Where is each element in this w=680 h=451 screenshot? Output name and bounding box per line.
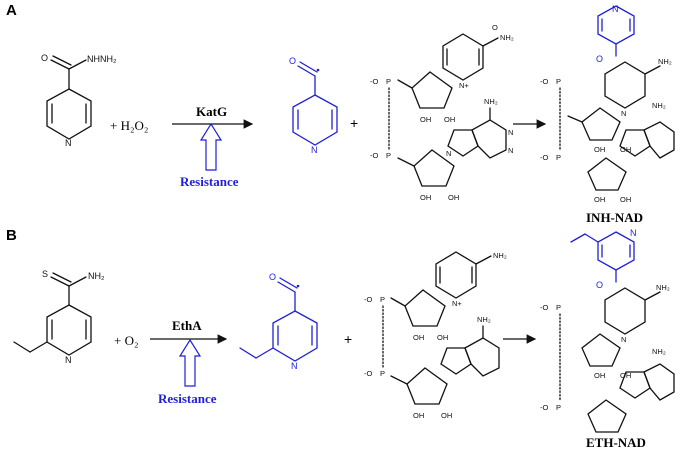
svg-text:OH: OH	[413, 333, 424, 342]
plus-b: +	[344, 331, 352, 347]
enzyme-katg: KatG	[196, 104, 227, 119]
svg-text:N+: N+	[452, 299, 462, 308]
svg-text:N: N	[621, 109, 626, 118]
svg-text:P: P	[556, 153, 561, 162]
svg-text:NH₂: NH₂	[656, 283, 670, 292]
svg-text:P: P	[380, 295, 385, 304]
svg-text:N: N	[291, 361, 298, 371]
svg-text:NHNH₂: NHNH₂	[87, 54, 117, 64]
svg-text:OH: OH	[437, 333, 448, 342]
reagent-b: + O₂	[114, 333, 139, 348]
enzyme-etha: EthA	[172, 318, 202, 333]
panel-b-letter: B	[6, 227, 17, 244]
svg-text:S: S	[42, 269, 48, 279]
product-label-b: ETH-NAD	[586, 435, 646, 450]
svg-text:-O: -O	[540, 77, 548, 86]
svg-text:O: O	[596, 54, 603, 64]
panel-a: A O NHNH₂ N + H₂O₂ KatG Resistance	[6, 2, 675, 225]
svg-text:-O: -O	[540, 153, 548, 162]
isonicotinoyl-radical: O N	[289, 56, 338, 155]
svg-text:OH: OH	[594, 371, 605, 380]
svg-text:O: O	[596, 280, 603, 290]
svg-text:NH₂: NH₂	[658, 57, 672, 66]
svg-text:P: P	[386, 77, 391, 86]
svg-text:N: N	[446, 149, 451, 158]
svg-text:-O: -O	[540, 303, 548, 312]
svg-text:NH₂: NH₂	[477, 315, 491, 324]
svg-text:NH₂: NH₂	[652, 101, 666, 110]
svg-text:N: N	[612, 4, 619, 14]
product-label-a: INH-NAD	[586, 210, 643, 225]
ethionamide-structure: S NH₂ N	[13, 269, 105, 365]
svg-text:-O: -O	[364, 295, 372, 304]
resistance-arrow-a	[199, 122, 223, 171]
svg-text:N: N	[311, 145, 318, 155]
svg-text:O: O	[41, 53, 48, 63]
resistance-arrow-b	[178, 338, 202, 387]
svg-text:OH: OH	[444, 115, 455, 124]
svg-text:OH: OH	[594, 195, 605, 204]
svg-text:OH: OH	[620, 371, 631, 380]
svg-text:P: P	[556, 403, 561, 412]
svg-text:P: P	[556, 77, 561, 86]
svg-text:OH: OH	[420, 193, 431, 202]
svg-text:NH₂: NH₂	[88, 271, 105, 281]
svg-text:OH: OH	[413, 411, 424, 420]
svg-text:OH: OH	[441, 411, 452, 420]
svg-text:OH: OH	[594, 145, 605, 154]
svg-text:N: N	[630, 228, 637, 238]
resistance-label-a: Resistance	[180, 174, 239, 189]
svg-text:NH₂: NH₂	[493, 251, 507, 260]
svg-text:NH₂: NH₂	[484, 97, 498, 106]
plus-a: +	[350, 115, 358, 131]
svg-text:OH: OH	[420, 115, 431, 124]
nad-structure-a: NH₂ O N+ OH OH P -O P -O OH OH NH₂ N N	[370, 23, 514, 202]
reagent-a: + H₂O₂	[110, 118, 148, 133]
svg-text:OH: OH	[448, 193, 459, 202]
eth-nad-adduct: N O NH₂ N P -O P -O OH OH NH₂	[540, 228, 675, 433]
panel-b: B S NH₂ N + O₂ EthA Resistance	[6, 227, 675, 450]
panel-a-letter: A	[6, 2, 17, 19]
ethyl-isonicotinoyl-radical: O N	[239, 272, 318, 371]
resistance-label-b: Resistance	[158, 391, 217, 406]
svg-text:N: N	[65, 355, 72, 365]
isoniazid-structure: O NHNH₂ N	[41, 53, 117, 148]
inh-nad-adduct: N O NH₂ N P -O P -O OH OH OH OH NH₂	[540, 4, 675, 204]
svg-text:N: N	[508, 146, 513, 155]
svg-text:P: P	[386, 151, 391, 160]
svg-text:N: N	[621, 335, 626, 344]
svg-text:OH: OH	[620, 195, 631, 204]
svg-text:-O: -O	[540, 403, 548, 412]
svg-text:O: O	[269, 272, 276, 282]
svg-text:N: N	[508, 128, 513, 137]
svg-text:N+: N+	[459, 81, 469, 90]
svg-text:O: O	[289, 56, 296, 66]
nad-structure-b: NH₂ N+ OH OH P -O P -O OH OH NH₂	[364, 251, 507, 420]
svg-text:P: P	[380, 369, 385, 378]
svg-text:P: P	[556, 303, 561, 312]
svg-text:N: N	[65, 138, 72, 148]
svg-text:O: O	[492, 23, 498, 32]
svg-text:-O: -O	[370, 77, 378, 86]
svg-text:-O: -O	[370, 151, 378, 160]
svg-text:NH₂: NH₂	[652, 347, 666, 356]
svg-text:NH₂: NH₂	[500, 33, 514, 42]
svg-text:-O: -O	[364, 369, 372, 378]
